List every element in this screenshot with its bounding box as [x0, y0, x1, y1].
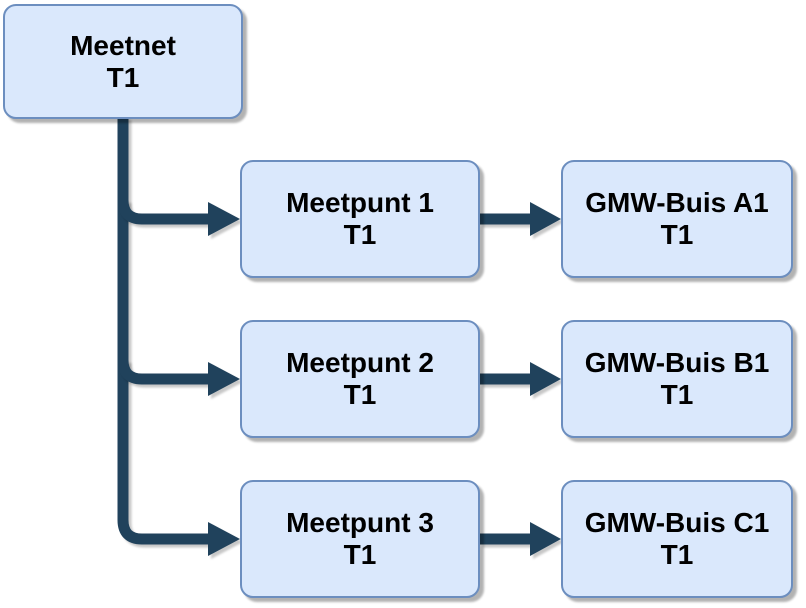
node-title: GMW-Buis C1: [584, 507, 770, 538]
edge-line[interactable]: [117, 117, 210, 545]
node-meetpunt-2[interactable]: Meetpunt 2 T1: [240, 320, 480, 438]
arrowhead-icon: [208, 362, 240, 396]
edge-meetnet-meetpunt2[interactable]: [117, 359, 240, 396]
node-meetpunt-3[interactable]: Meetpunt 3 T1: [240, 480, 480, 598]
node-subtitle: T1: [343, 219, 377, 250]
node-subtitle: T1: [660, 379, 694, 410]
node-meetpunt-1[interactable]: Meetpunt 1 T1: [240, 160, 480, 278]
node-title: GMW-Buis B1: [584, 347, 770, 378]
node-subtitle: T1: [660, 539, 694, 570]
edge-meetpunt3-gmw-c1[interactable]: [480, 522, 561, 556]
node-subtitle: T1: [660, 219, 694, 250]
node-subtitle: T1: [343, 379, 377, 410]
edge-meetpunt1-gmw-a1[interactable]: [480, 202, 561, 236]
node-title: Meetnet: [70, 29, 176, 61]
arrowhead-icon: [530, 362, 561, 396]
edge-meetnet-meetpunt3[interactable]: [117, 117, 240, 556]
node-title: GMW-Buis A1: [585, 187, 769, 218]
arrowhead-icon: [530, 202, 561, 236]
node-meetnet[interactable]: Meetnet T1: [3, 4, 243, 119]
edge-line[interactable]: [117, 359, 210, 385]
arrowhead-icon: [530, 522, 561, 556]
node-title: Meetpunt 1: [286, 187, 434, 218]
arrowhead-icon: [208, 202, 240, 236]
node-gmw-buis-a1[interactable]: GMW-Buis A1 T1: [561, 160, 793, 278]
node-title: Meetpunt 3: [286, 507, 434, 538]
node-subtitle: T1: [343, 539, 377, 570]
edge-line[interactable]: [117, 199, 210, 225]
node-gmw-buis-c1[interactable]: GMW-Buis C1 T1: [561, 480, 793, 598]
node-gmw-buis-b1[interactable]: GMW-Buis B1 T1: [561, 320, 793, 438]
arrowhead-icon: [208, 522, 240, 556]
node-title: Meetpunt 2: [286, 347, 434, 378]
edge-meetnet-meetpunt1[interactable]: [117, 199, 240, 236]
node-subtitle: T1: [106, 61, 140, 93]
edge-meetpunt2-gmw-b1[interactable]: [480, 362, 561, 396]
